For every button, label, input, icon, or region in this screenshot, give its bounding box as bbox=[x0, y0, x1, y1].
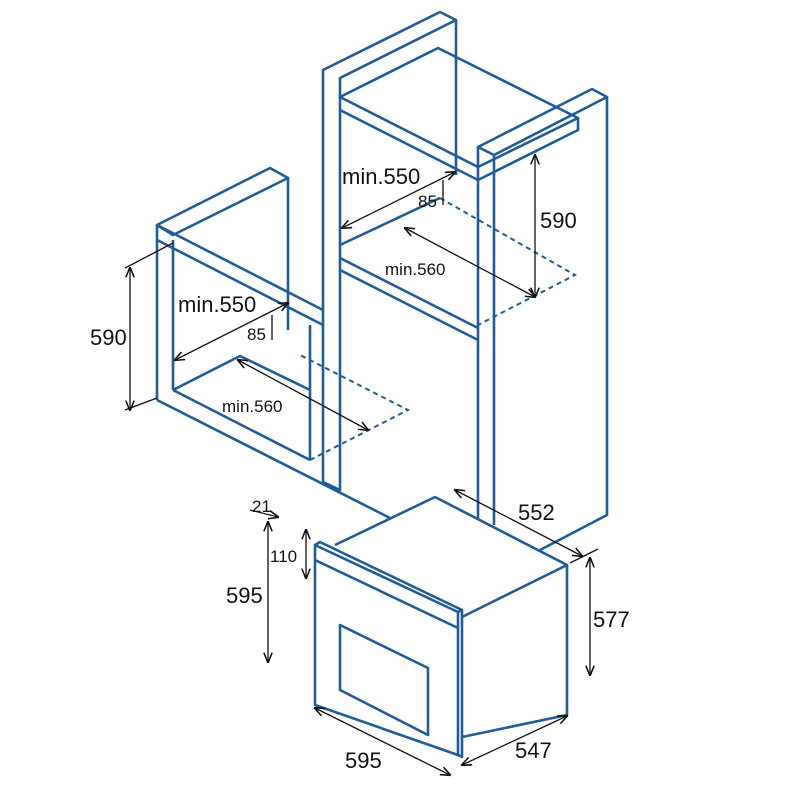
oven bbox=[313, 495, 569, 759]
oven-body-width-label: 547 bbox=[515, 738, 552, 763]
oven-front-height-label: 595 bbox=[226, 583, 263, 608]
oven-depth-label: 552 bbox=[518, 500, 555, 525]
oven-panel-offset-label: 110 bbox=[270, 547, 297, 566]
dimensions bbox=[124, 155, 599, 775]
oven-panel-line bbox=[314, 558, 459, 630]
lower-depth-label: min.550 bbox=[178, 292, 256, 317]
lower-width-label: min.560 bbox=[222, 397, 282, 416]
lower-offset-label: 85 bbox=[247, 325, 266, 344]
oven-front-width-label: 595 bbox=[345, 748, 382, 773]
oven-body-height-label: 577 bbox=[593, 607, 630, 632]
upper-width-label: min.560 bbox=[385, 260, 445, 279]
tall-cabinet bbox=[321, 10, 609, 552]
lower-height-label: 590 bbox=[90, 325, 127, 350]
labels: min.550 85 590 min.560 min.550 85 590 mi… bbox=[90, 164, 630, 773]
upper-depth-label: min.550 bbox=[342, 164, 420, 189]
upper-height-label: 590 bbox=[540, 208, 577, 233]
side-cabinet bbox=[155, 166, 411, 520]
oven-panel-thickness-label: 21 bbox=[252, 497, 271, 516]
upper-offset-label: 85 bbox=[418, 192, 437, 211]
